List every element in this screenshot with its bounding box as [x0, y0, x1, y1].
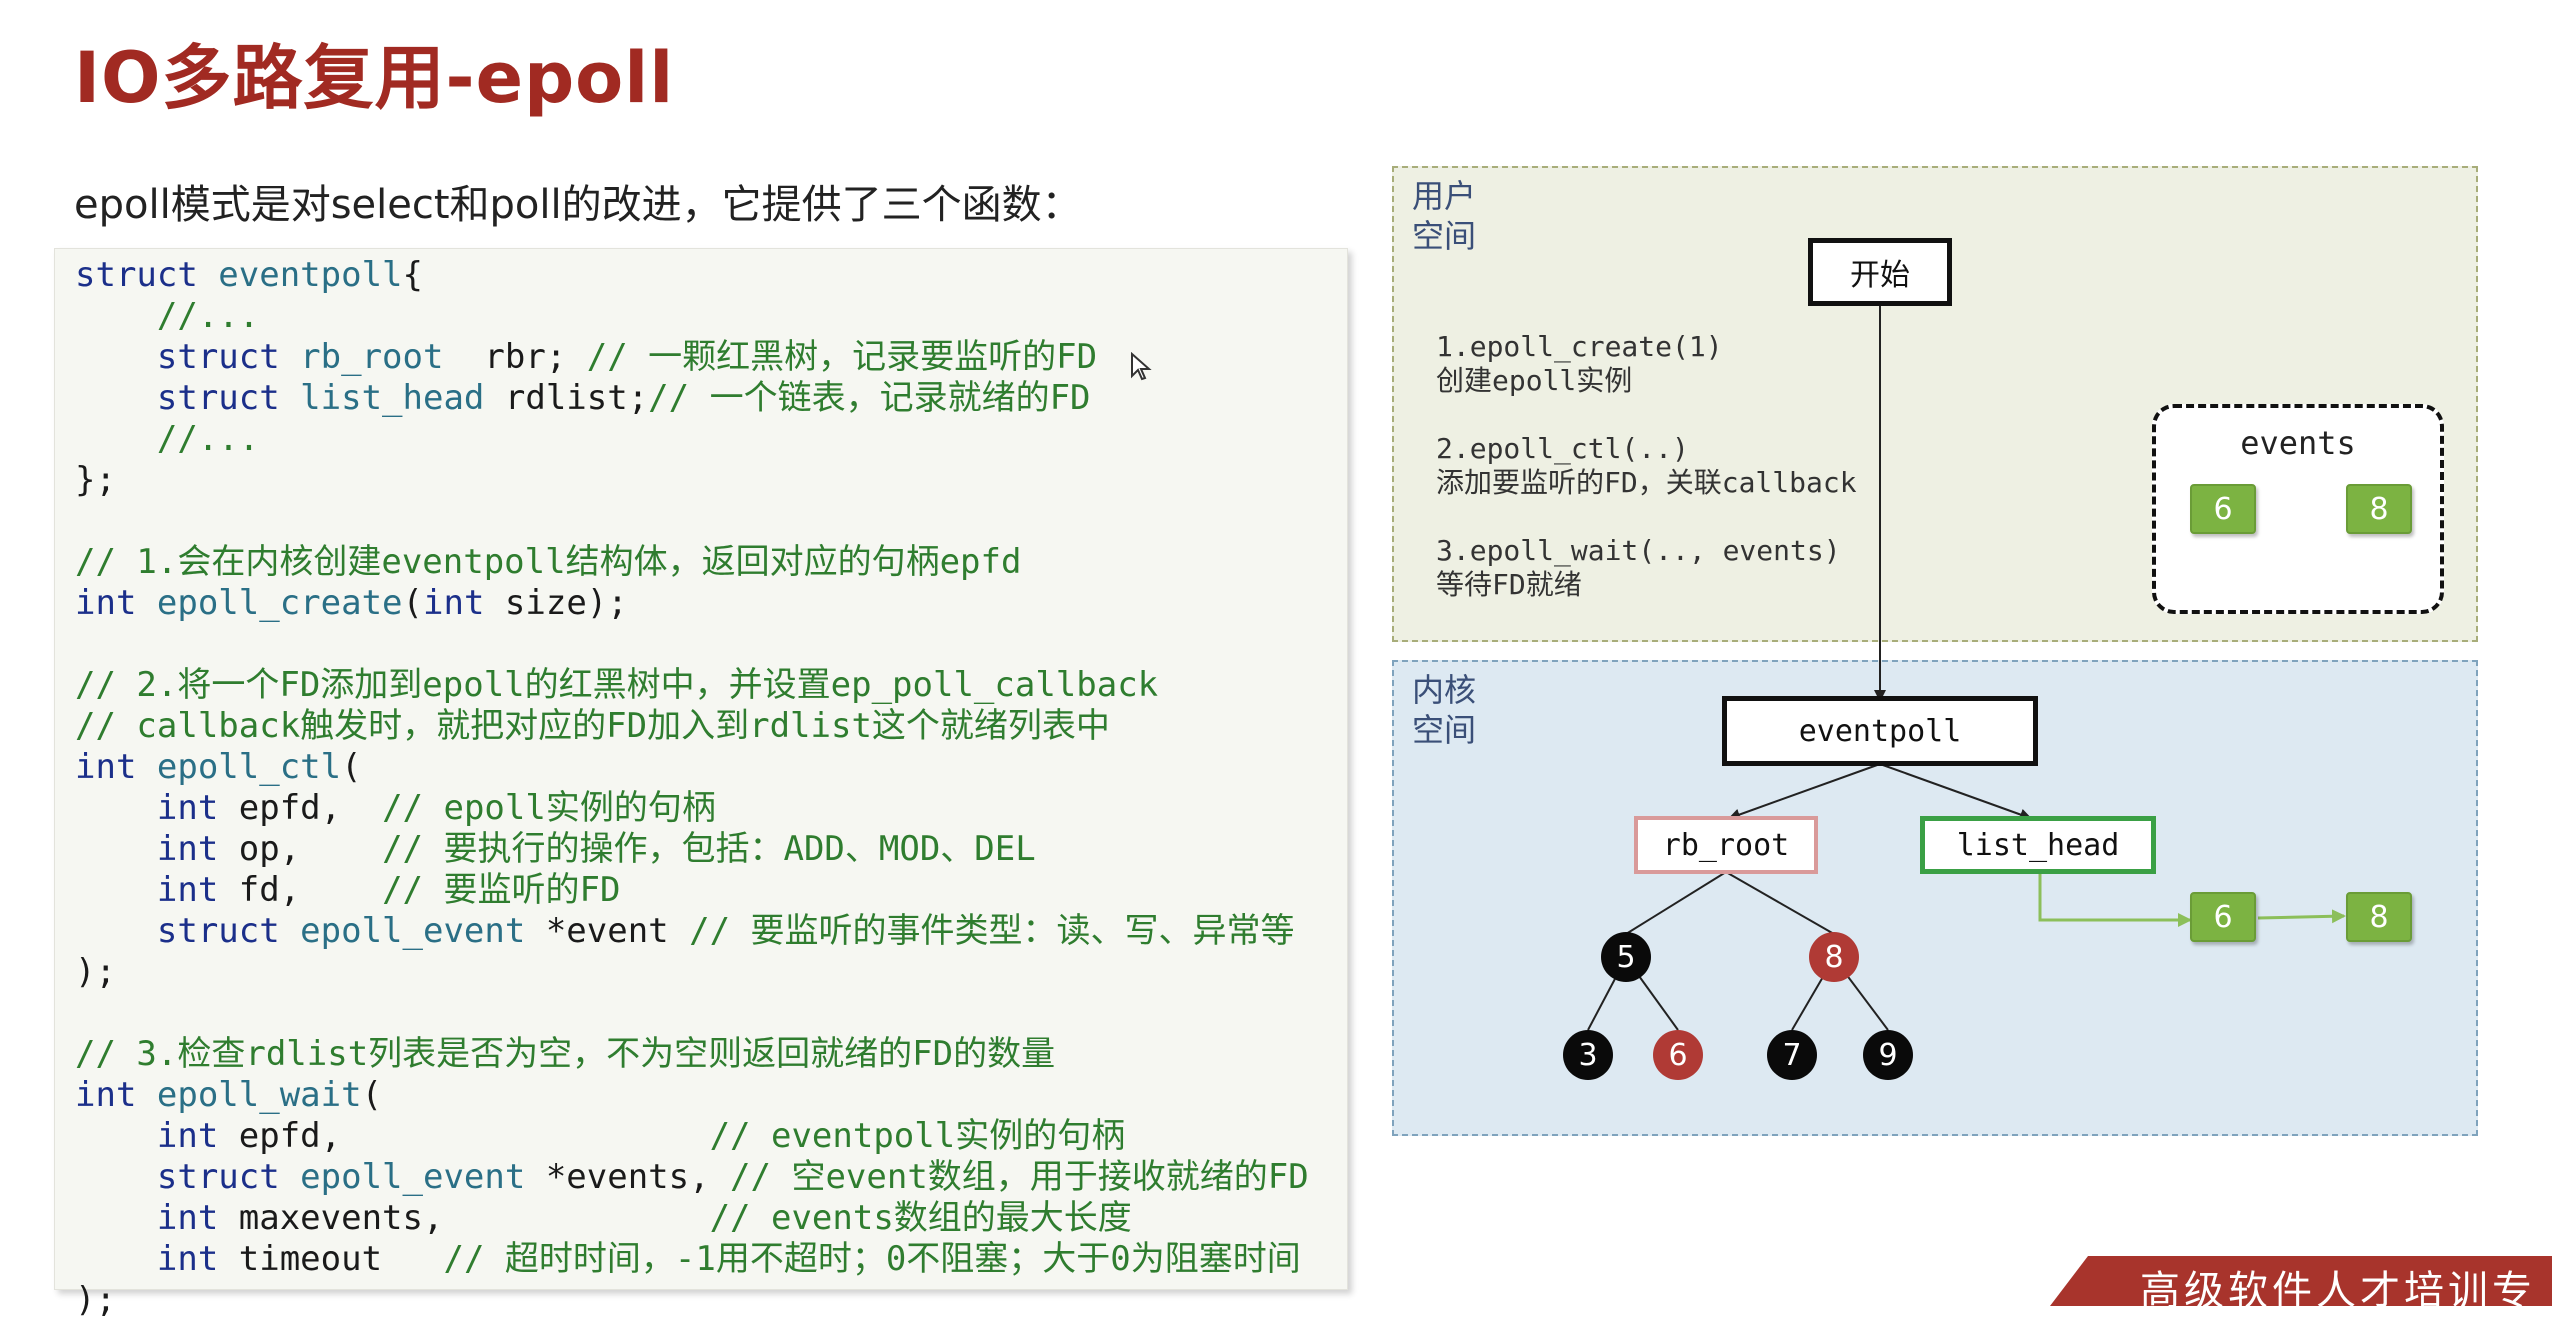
code-line: int timeout // 超时时间，-1用不超时；0不阻塞；大于0为阻塞时间: [75, 1239, 1301, 1279]
start-box: 开始: [1808, 238, 1952, 306]
code-line: int maxevents, // events数组的最大长度: [75, 1198, 1132, 1238]
code-line: };: [75, 460, 116, 500]
events-label: events: [2240, 424, 2356, 462]
events-item: 6: [2190, 484, 2256, 534]
tree-node: 7: [1767, 1030, 1817, 1080]
code-line: struct epoll_event *events, // 空event数组，…: [75, 1157, 1309, 1197]
step-2-call: 2.epoll_ctl(..): [1436, 432, 1689, 465]
step-3-call: 3.epoll_wait(.., events): [1436, 534, 1841, 567]
tree-node: 6: [1653, 1030, 1703, 1080]
code-line: //...: [75, 296, 260, 336]
code-line: int epfd, // eventpoll实例的句柄: [75, 1116, 1126, 1156]
code-line: int epoll_ctl(: [75, 747, 362, 787]
code-line: struct eventpoll{: [75, 255, 424, 295]
step-3: 3.epoll_wait(.., events) 等待FD就绪: [1436, 534, 1857, 602]
footer-ribbon-text: 高级软件人才培训专: [2140, 1268, 2536, 1314]
code-line: // 1.会在内核创建eventpoll结构体，返回对应的句柄epfd: [75, 542, 1022, 582]
slide-subtitle: epoll模式是对select和poll的改进，它提供了三个函数：: [74, 182, 1082, 228]
code-line: struct rb_root rbr; // 一颗红黑树，记录要监听的FD: [75, 337, 1098, 377]
tree-node: 5: [1601, 932, 1651, 982]
code-block: struct eventpoll{ //... struct rb_root r…: [54, 248, 1348, 1320]
step-2-desc: 添加要监听的FD，关联callback: [1436, 466, 1857, 499]
step-3-desc: 等待FD就绪: [1436, 568, 1582, 601]
code-line: int op, // 要执行的操作，包括：ADD、MOD、DEL: [75, 829, 1036, 869]
events-item: 8: [2346, 484, 2412, 534]
code-line: // 3.检查rdlist列表是否为空，不为空则返回就绪的FD的数量: [75, 1034, 1056, 1074]
user-space-label: 用户空间: [1412, 177, 1477, 255]
code-line: struct list_head rdlist;// 一个链表，记录就绪的FD: [75, 378, 1091, 418]
ready-list-item: 8: [2346, 892, 2412, 942]
kernel-space-label: 内核空间: [1412, 671, 1477, 749]
footer-ribbon: [2050, 1256, 2552, 1306]
rb-root-box: rb_root: [1634, 816, 1818, 874]
code-line: );: [75, 952, 116, 992]
list-head-box: list_head: [1920, 816, 2156, 874]
eventpoll-box: eventpoll: [1722, 696, 2038, 766]
code-line: int epoll_create(int size);: [75, 583, 628, 623]
code-line: struct epoll_event *event // 要监听的事件类型：读、…: [75, 911, 1295, 951]
code-listing: struct eventpoll{ //... struct rb_root r…: [75, 255, 1309, 1321]
code-line: // 2.将一个FD添加到epoll的红黑树中，并设置ep_poll_callb…: [75, 665, 1159, 705]
step-1-call: 1.epoll_create(1): [1436, 330, 1723, 363]
steps-list: 1.epoll_create(1) 创建epoll实例 2.epoll_ctl(…: [1436, 330, 1857, 636]
code-line: //...: [75, 419, 260, 459]
step-2: 2.epoll_ctl(..) 添加要监听的FD，关联callback: [1436, 432, 1857, 500]
mouse-cursor-icon: [1131, 352, 1152, 381]
code-line: // callback触发时，就把对应的FD加入到rdlist这个就绪列表中: [75, 706, 1110, 746]
code-line: int epoll_wait(: [75, 1075, 383, 1115]
step-1: 1.epoll_create(1) 创建epoll实例: [1436, 330, 1857, 398]
slide-title: IO多路复用-epoll: [74, 37, 675, 119]
code-line: int fd, // 要监听的FD: [75, 870, 621, 910]
tree-node: 8: [1809, 932, 1859, 982]
code-line: int epfd, // epoll实例的句柄: [75, 788, 716, 828]
tree-node: 3: [1563, 1030, 1613, 1080]
ready-list-item: 6: [2190, 892, 2256, 942]
step-1-desc: 创建epoll实例: [1436, 364, 1633, 397]
tree-node: 9: [1863, 1030, 1913, 1080]
